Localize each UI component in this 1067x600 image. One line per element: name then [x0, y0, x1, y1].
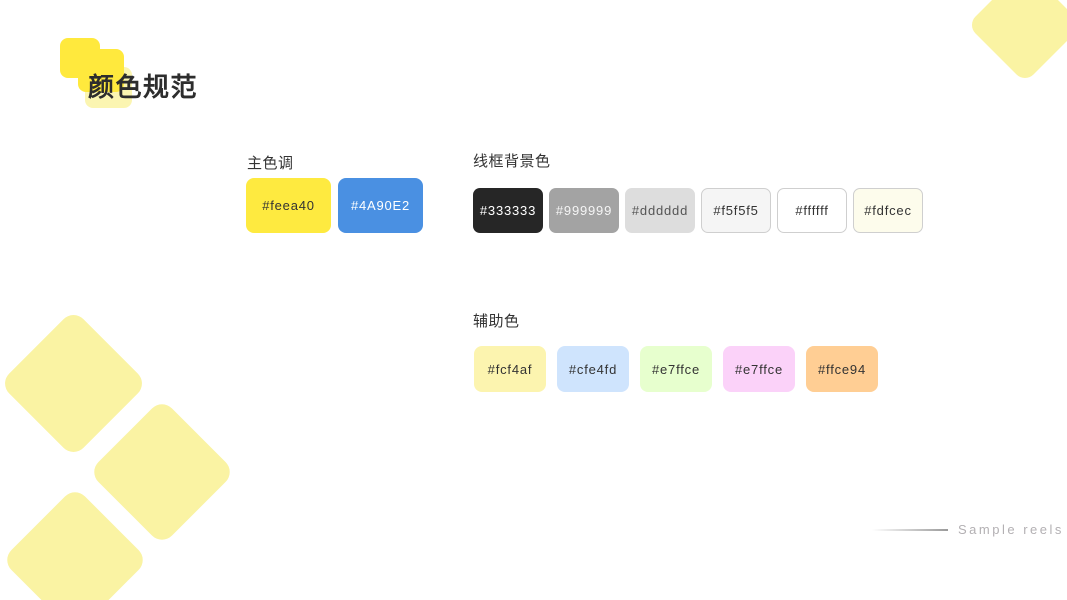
swatch-hex-label: #dddddd — [631, 203, 689, 218]
color-swatch: #e7ffce — [723, 346, 795, 392]
swatch-hex-label: #e7ffce — [734, 361, 783, 377]
color-swatch: #f5f5f5 — [701, 188, 771, 233]
color-swatch: #cfe4fd — [557, 346, 629, 392]
swatch-hex-label: #f5f5f5 — [713, 203, 759, 218]
swatch-hex-label: #fdfcec — [864, 203, 912, 218]
swatch-hex-label: #cfe4fd — [568, 361, 618, 377]
swatch-hex-label: #ffce94 — [817, 361, 866, 377]
section-label-wireframe-colors: 线框背景色 — [473, 153, 551, 170]
swatch-row-wireframe-colors: #333333 #999999 #dddddd #f5f5f5 #ffffff #fdfc… — [473, 188, 923, 233]
color-swatch: #fcf4af — [474, 346, 546, 392]
swatch-hex-label: #feea40 — [262, 198, 315, 213]
color-swatch: #fdfcec — [853, 188, 923, 233]
color-swatch: #ffce94 — [806, 346, 878, 392]
color-swatch: #4A90E2 — [338, 178, 423, 233]
swatch-hex-label: #e7ffce — [651, 361, 700, 377]
swatch-hex-label: #333333 — [479, 203, 537, 218]
color-swatch: #e7ffce — [640, 346, 712, 392]
section-label-auxiliary-colors: 辅助色 — [473, 313, 520, 330]
color-swatch: #333333 — [473, 188, 543, 233]
swatch-hex-label: #999999 — [555, 203, 613, 218]
swatch-hex-label: #ffffff — [795, 203, 829, 218]
swatch-hex-label: #4A90E2 — [350, 198, 411, 213]
swatch-row-main-colors: #feea40 #4A90E2 — [246, 178, 423, 233]
color-swatch: #999999 — [549, 188, 619, 233]
page-title: 颜色规范 — [88, 72, 199, 102]
decorative-diamond-top-right — [967, 0, 1067, 83]
watermark-divider-line — [872, 529, 948, 531]
color-swatch: #feea40 — [246, 178, 331, 233]
watermark-text: Sample reels — [958, 522, 1064, 537]
color-swatch: #ffffff — [777, 188, 847, 233]
swatch-row-auxiliary-colors: #fcf4af #cfe4fd #e7ffce #e7ffce #ffce94 — [474, 346, 878, 392]
color-swatch: #dddddd — [625, 188, 695, 233]
title-accent-square-2 — [78, 49, 124, 92]
section-label-main-colors: 主色调 — [247, 155, 294, 172]
swatch-hex-label: #fcf4af — [487, 361, 533, 377]
